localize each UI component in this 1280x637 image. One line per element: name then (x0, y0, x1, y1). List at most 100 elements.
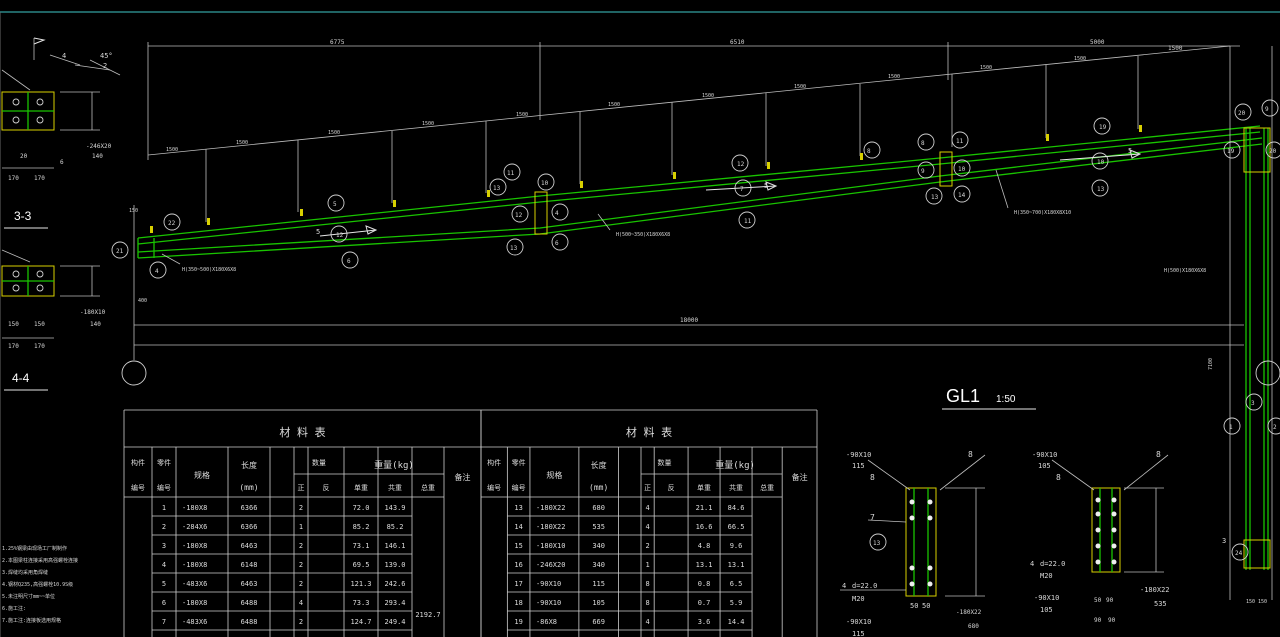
header-weight: 重量(kg) (374, 459, 414, 471)
header-part-no: 编号 (512, 483, 526, 492)
svg-text:2: 2 (1273, 424, 1277, 431)
dim-left-top: 150 (129, 208, 138, 214)
part-bubble (111, 241, 129, 259)
header-part-no: 零件 (157, 458, 171, 467)
svg-text:2: 2 (103, 62, 107, 70)
header-weight-sub: 单重 (354, 483, 368, 492)
part-bubble (1231, 543, 1249, 561)
svg-text:10: 10 (1097, 159, 1105, 166)
sec44-dim: 140 (90, 321, 101, 328)
cell-length: 680 (592, 504, 605, 512)
header-qty-sub: 正 (298, 484, 305, 492)
part-bubble (511, 205, 529, 223)
detail-dim: 680 (968, 623, 979, 630)
dim-purlin: 1500 (888, 74, 900, 80)
detail-dim: 50 (910, 602, 918, 610)
cell-part-no: 5 (162, 580, 166, 588)
dim-purlin: 1500 (794, 84, 806, 90)
header-member-no: 编号 (131, 483, 145, 492)
svg-text:13: 13 (493, 185, 501, 192)
detail-dim: 8 (1156, 450, 1161, 459)
part-bubble (1245, 393, 1263, 411)
cell-length: 6148 (241, 561, 258, 569)
cell-spec: -180X8 (182, 504, 207, 512)
detail-dim: -90X10 (1032, 451, 1057, 459)
sec44-dim: 150 (34, 321, 45, 328)
svg-text:6: 6 (555, 240, 559, 247)
svg-text:13: 13 (510, 245, 518, 252)
cell-total-weight: 293.4 (384, 599, 405, 607)
sec33-dim: 170 (34, 175, 45, 182)
cell-spec: -86X8 (536, 618, 557, 626)
svg-text:5: 5 (764, 182, 768, 190)
header-qty-sub: 反 (668, 483, 675, 492)
cell-total-weight: 13.1 (728, 561, 745, 569)
part-bubble (551, 203, 569, 221)
part-bubble (489, 178, 507, 196)
part-bubble (731, 154, 749, 172)
cell-part-no: 19 (514, 618, 522, 626)
dim-purlin: 1500 (422, 121, 434, 127)
cell-total-weight: 66.5 (728, 523, 745, 531)
part-bubble (503, 163, 521, 181)
cell-spec: -180X8 (182, 542, 207, 550)
svg-text:45°: 45° (100, 52, 113, 60)
part-bubble (506, 238, 524, 256)
sec33-dim: 170 (8, 175, 19, 182)
cell-total-weight: 146.1 (384, 542, 405, 550)
sec33-dim: 140 (92, 153, 103, 160)
header-qty-sub: 反 (323, 483, 330, 492)
beam-bottom-flange (137, 137, 1263, 253)
svg-text:12: 12 (737, 161, 745, 168)
svg-text:19: 19 (1099, 124, 1107, 131)
cell-spec: -246X20 (536, 561, 566, 569)
cell-total-weight: 5.9 (730, 599, 743, 607)
detail-dim: 105 (1040, 606, 1053, 614)
part-bubble (163, 213, 181, 231)
detail-dim: d=22.0 (852, 582, 877, 590)
cell-unit-weight: 72.0 (353, 504, 370, 512)
axis-bubble (1255, 360, 1280, 386)
cell-total-weight: 242.6 (384, 580, 405, 588)
note-line: 7.施工注:连接板选用规格 (2, 617, 61, 624)
cell-unit-weight: 121.3 (350, 580, 371, 588)
cell-total-weight: 85.2 (387, 523, 404, 531)
cell-qty: 2 (299, 618, 303, 626)
detail-dim: 115 (852, 630, 865, 637)
part-bubble (1261, 99, 1279, 117)
header-weight-sub: 总重 (760, 483, 774, 492)
sec33-dim: 6 (60, 159, 64, 166)
section-4-4: -180X10 140 150 150 170 170 4-4 (1, 249, 106, 391)
header-weight-sub: 总重 (421, 483, 435, 492)
detail-dim: 115 (852, 462, 865, 470)
note-line: 3.焊缝均采用角焊缝 (2, 569, 48, 576)
part-bubble (1265, 141, 1280, 159)
header-part-no: 编号 (157, 483, 171, 492)
cell-unit-weight: 73.1 (353, 542, 370, 550)
header-spec: 规格 (546, 470, 562, 480)
part-bubble (738, 211, 756, 229)
purlin-ticks (205, 56, 1139, 222)
cell-unit-weight: 0.7 (698, 599, 711, 607)
part-bubble (953, 185, 971, 203)
part-bubble (1234, 103, 1252, 121)
detail-dim: -180X22 (1140, 586, 1170, 594)
dim-purlin: 1500 (608, 102, 620, 108)
header-member-no: 编号 (487, 483, 501, 492)
detail-dim: 8 (870, 473, 875, 482)
svg-text:4: 4 (555, 210, 559, 217)
part-bubble (917, 161, 935, 179)
cell-spec: -180X8 (182, 561, 207, 569)
cell-qty: 4 (299, 599, 303, 607)
drawing-title: GL1 (946, 386, 980, 406)
svg-text:3: 3 (1222, 537, 1226, 545)
part-bubble (951, 131, 969, 149)
beam-section-label: H(500~350)X180X6X8 (616, 232, 670, 238)
cell-length: 6463 (241, 542, 258, 550)
svg-text:11: 11 (507, 170, 515, 177)
svg-text:22: 22 (168, 220, 176, 227)
cell-qty: 1 (645, 561, 649, 569)
detail-dim: M20 (1040, 572, 1053, 580)
note-line: 5.未注明尺寸mm~~单位 (2, 593, 55, 600)
sec33-dim: -246X20 (86, 143, 112, 150)
